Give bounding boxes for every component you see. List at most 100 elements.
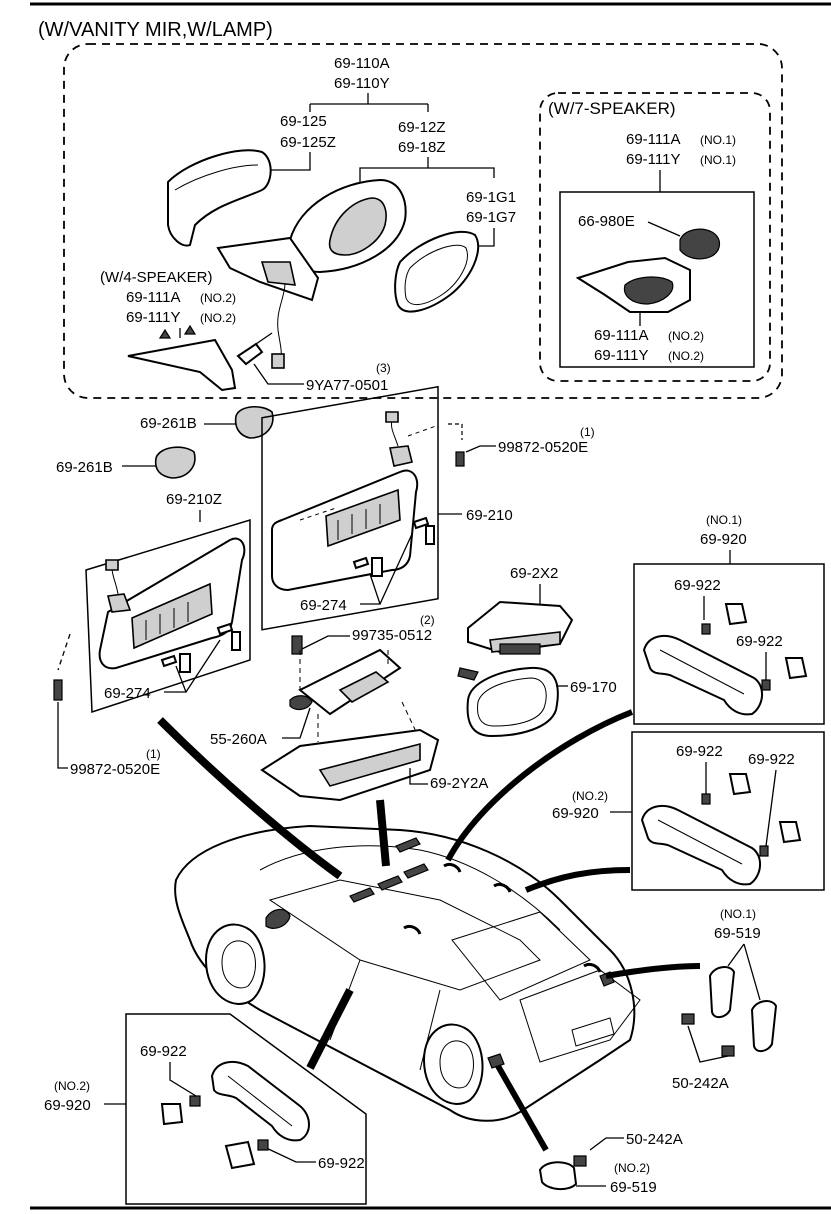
label-w4-69-111a-no: (NO.2) (200, 291, 236, 305)
label-69-261b-a: 69-261B (140, 415, 197, 432)
label-w4-69-111y: 69-111Y (126, 309, 181, 326)
tweeter-tab (158, 324, 197, 339)
mirror-base-connector (260, 261, 297, 286)
w7-speaker-label: (W/7-SPEAKER) (548, 99, 676, 118)
lamp-bracket-55-260a (298, 648, 402, 716)
car-dash-marker-1 (349, 887, 375, 903)
label-99872-a-qty: (1) (580, 425, 595, 439)
tweeter-w7-grille (623, 276, 674, 305)
visor-69-210-mirror-lines (337, 504, 381, 540)
car-rear-window (451, 911, 591, 1001)
hg1-clip-a (724, 603, 748, 626)
car-handle-mark-1 (443, 862, 462, 873)
label-69-1g1: 69-1G1 (466, 189, 516, 206)
label-w7-69-111y-no: (NO.1) (700, 153, 736, 167)
hg3-leader-a (169, 1062, 197, 1097)
mirror-glass-inner (404, 244, 468, 305)
part-66-980e (679, 228, 721, 260)
mirror-group-box (63, 43, 783, 399)
hg1-69-922-b: 69-922 (736, 633, 783, 650)
pointer-coat-hook-2 (495, 1064, 549, 1152)
hg3-pin-a (189, 1095, 201, 1107)
leader-69-1g1 (472, 228, 495, 247)
hg1-pin-a (701, 623, 711, 635)
visor-69-210z-bulb-b (216, 622, 234, 636)
label-99735-qty: (2) (420, 613, 435, 627)
label-69-2x2: 69-2X2 (510, 565, 558, 582)
hg2-69-920: 69-920 (552, 805, 599, 822)
label-w7-69-111a-no: (NO.1) (700, 133, 736, 147)
visor-69-210-dash (299, 425, 437, 521)
visor-69-210z-bulb-a (160, 654, 178, 668)
handle-no1-inner (659, 649, 745, 695)
visor-69-210z-box (85, 518, 251, 714)
hg1-69-922-a: 69-922 (674, 577, 721, 594)
label-69-18z: 69-18Z (398, 139, 446, 156)
c519-1: 69-519 (714, 925, 761, 942)
visor-69-210z-hinge (107, 593, 132, 613)
coat-hook-69-519-no1-b (750, 1000, 778, 1052)
visor-69-210-mirror (325, 488, 401, 548)
label-w7-69-111y-2: 69-111Y (594, 347, 649, 364)
coat-hook-69-519-no1-a (708, 966, 736, 1018)
hg3-leader-b (261, 1145, 316, 1163)
label-w7-69-111a-2-no: (NO.2) (668, 329, 704, 343)
leader-99872-b (57, 702, 68, 769)
mirror-69-170-mount (457, 667, 479, 681)
hg2-69-922-a: 69-922 (676, 743, 723, 760)
hg3-69-922-b: 69-922 (318, 1155, 365, 1172)
c519-no2: (NO.2) (614, 1161, 650, 1175)
pointer-visor-left (157, 717, 343, 880)
label-69-125: 69-125 (280, 113, 327, 130)
mirror-harness-plug (271, 353, 285, 369)
hg3-69-922-a: 69-922 (140, 1043, 187, 1060)
visor-69-210z-wire (111, 567, 119, 595)
label-55-260a: 55-260A (210, 731, 267, 748)
c242-pin-c (573, 1155, 587, 1167)
hg2-no: (NO.2) (572, 789, 608, 803)
c242-a: 50-242A (672, 1075, 729, 1092)
hg1-69-920: 69-920 (700, 531, 747, 548)
c242-b: 50-242A (626, 1131, 683, 1148)
lamp-bracket-bolt (289, 695, 313, 711)
car-dash-marker-4 (395, 837, 421, 853)
pointer-console (445, 709, 634, 862)
pointer-handle-left (306, 988, 354, 1070)
screw-9ya77 (236, 342, 264, 366)
mirror-glass-69-1g1 (394, 230, 480, 313)
screw-99872-b-axis (57, 633, 71, 671)
pointer-lamp (376, 799, 390, 867)
leader-99872-a (465, 445, 496, 453)
label-w7-69-111a-2: 69-111A (594, 327, 649, 344)
label-69-125z: 69-125Z (280, 134, 336, 151)
label-w7-69-111y: 69-111Y (626, 151, 681, 168)
mirror-harness (277, 283, 286, 363)
mirror-cover-detail (174, 164, 259, 191)
car-wheel-front-inner (221, 940, 256, 989)
label-9ya77-0501: 9YA77-0501 (306, 377, 388, 394)
hg1-clip-b (784, 657, 808, 680)
lamp-dash-guides (299, 650, 421, 742)
handle-no2-left-inner (227, 1075, 293, 1127)
screw-9ya77-shaft (255, 332, 273, 345)
visor-69-210-lens-b (425, 525, 435, 545)
visor-69-210z-plug (105, 559, 119, 571)
clip-69-261b-a (234, 406, 274, 439)
hg3-clip-a (160, 1103, 184, 1126)
leader-99735 (299, 635, 350, 651)
label-w4-69-111y-no: (NO.2) (200, 311, 236, 325)
label-69-2y2a: 69-2Y2A (430, 775, 488, 792)
hg2-pin-b (759, 845, 769, 857)
visor-69-210z-mirror-lines (145, 602, 189, 640)
hg3-clip-b (224, 1140, 256, 1170)
car-handle-mark-4 (583, 962, 602, 973)
clip-69-261b-b (154, 446, 196, 479)
mirror-body-inner (328, 197, 387, 256)
car-mirror-marker (265, 908, 291, 929)
car-roofline (259, 845, 561, 931)
car-trunk (519, 969, 641, 1063)
car-window (268, 879, 541, 991)
visor-69-210z-mirror (131, 582, 213, 650)
leader-66-980e (647, 221, 681, 237)
